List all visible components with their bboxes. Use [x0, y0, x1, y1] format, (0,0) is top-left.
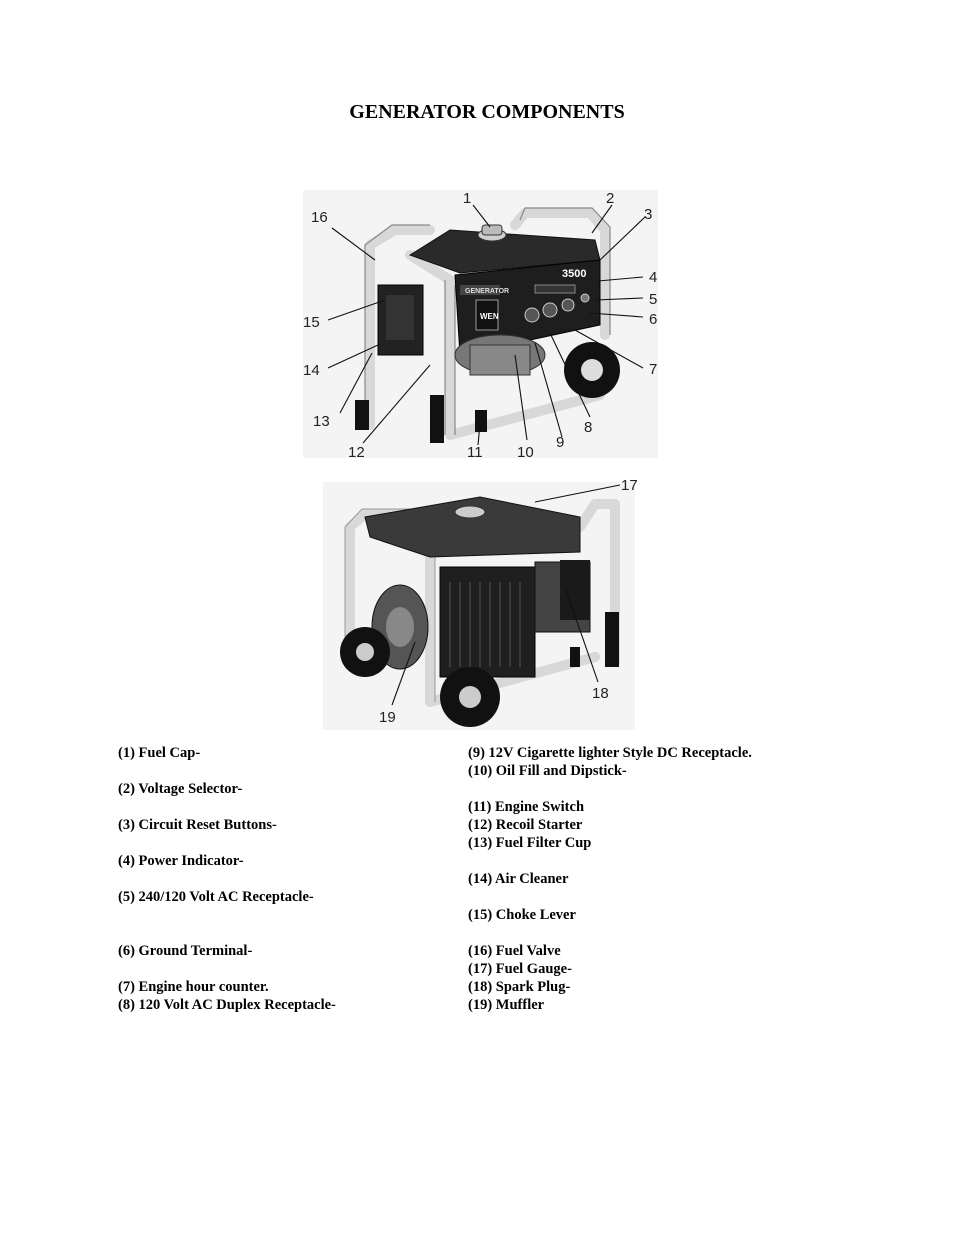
legend-item: (14) Air Cleaner [468, 871, 569, 887]
legend-item: (13) Fuel Filter Cup [468, 835, 592, 851]
legend-right-column: (9) 12V Cigarette lighter Style DC Recep… [468, 744, 752, 1014]
generator-rear-figure: 17 18 19 [323, 477, 638, 730]
legend-item: (9) 12V Cigarette lighter Style DC Recep… [468, 745, 752, 761]
callout-19: 19 [379, 709, 396, 726]
callout-18: 18 [592, 685, 609, 702]
callout-7: 7 [649, 361, 657, 378]
legend-item: (8) 120 Volt AC Duplex Receptacle- [118, 997, 336, 1013]
legend-item: (10) Oil Fill and Dipstick- [468, 763, 627, 779]
legend-spacer [118, 870, 336, 888]
legend-item: (16) Fuel Valve [468, 943, 561, 959]
callout-1: 1 [463, 190, 471, 207]
callout-3: 3 [644, 206, 652, 223]
legend-item: (19) Muffler [468, 997, 545, 1013]
legend-spacer [118, 906, 336, 924]
callout-17: 17 [621, 477, 638, 494]
legend-spacer [118, 960, 336, 978]
callout-4: 4 [649, 269, 657, 286]
legend-left-column: (1) Fuel Cap- (2) Voltage Selector- (3) … [118, 744, 336, 1014]
legend-item: (17) Fuel Gauge- [468, 961, 572, 977]
legend-item: (11) Engine Switch [468, 799, 585, 815]
callout-10: 10 [517, 444, 534, 461]
callout-15: 15 [303, 314, 320, 331]
legend-item: (1) Fuel Cap- [118, 745, 201, 761]
callout-13: 13 [313, 413, 330, 430]
panel-brand-logo: WEN [480, 312, 499, 321]
callout-12: 12 [348, 444, 365, 461]
legend-spacer [468, 924, 752, 942]
callout-8: 8 [584, 419, 592, 436]
legend-spacer [118, 924, 336, 942]
panel-title: GENERATOR [465, 288, 509, 295]
callout-9: 9 [556, 434, 564, 451]
callout-5: 5 [649, 291, 657, 308]
legend-item: (3) Circuit Reset Buttons- [118, 817, 277, 833]
legend-item: (15) Choke Lever [468, 907, 576, 923]
page-title: GENERATOR COMPONENTS [349, 101, 625, 123]
legend-item: (5) 240/120 Volt AC Receptacle- [118, 889, 314, 905]
legend-spacer [118, 834, 336, 852]
legend-item: (6) Ground Terminal- [118, 943, 253, 959]
callout-14: 14 [303, 362, 320, 379]
legend-spacer [468, 780, 752, 798]
legend-spacer [468, 852, 752, 870]
legend-item: (12) Recoil Starter [468, 817, 583, 833]
callout-16: 16 [311, 209, 328, 226]
legend-item: (2) Voltage Selector- [118, 781, 243, 797]
model-badge: 3500 [562, 268, 586, 280]
legend-spacer [118, 762, 336, 780]
generator-front-figure: GENERATOR WEN 3500 1 2 3 4 [303, 190, 658, 461]
callout-11: 11 [467, 444, 483, 461]
legend-item: (18) Spark Plug- [468, 979, 571, 995]
legend-spacer [468, 888, 752, 906]
callout-6: 6 [649, 311, 657, 328]
legend-item: (7) Engine hour counter. [118, 979, 269, 995]
callout-2: 2 [606, 190, 614, 207]
legend-item: (4) Power Indicator- [118, 853, 244, 869]
legend-spacer [118, 798, 336, 816]
